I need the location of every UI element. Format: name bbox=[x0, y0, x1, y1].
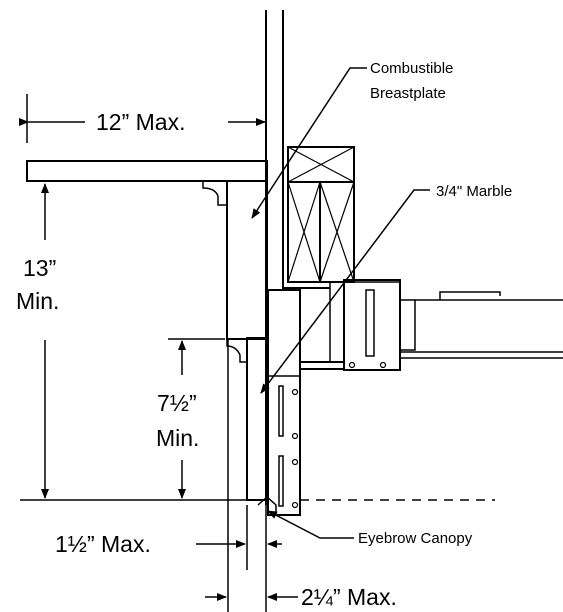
lower-bracket bbox=[226, 339, 247, 363]
trim-screw-4 bbox=[291, 501, 299, 509]
label-75-min-line2: Min. bbox=[156, 425, 199, 451]
leader-combustible-breastplate bbox=[251, 67, 367, 219]
leader-marble bbox=[260, 189, 430, 394]
firebox-slot bbox=[365, 289, 375, 357]
mantel-shelf bbox=[26, 160, 268, 182]
eyebrow-canopy-shape bbox=[257, 495, 300, 516]
label-75-min-line1: 7½” bbox=[157, 390, 197, 416]
firebox-unit bbox=[343, 279, 401, 371]
framing-header-x2 bbox=[287, 146, 355, 183]
firebox-screw-1 bbox=[348, 361, 356, 369]
trim-panel bbox=[267, 289, 301, 516]
label-combustible: Combustible bbox=[370, 60, 453, 77]
label-15-max: 1½” Max. bbox=[55, 531, 151, 557]
lower-body bbox=[246, 337, 268, 501]
label-12-max: 12” Max. bbox=[96, 109, 185, 135]
firebox-screw-2 bbox=[379, 361, 387, 369]
label-eyebrow-canopy: Eyebrow Canopy bbox=[358, 530, 473, 547]
trim-slot-upper bbox=[278, 385, 284, 437]
structure bbox=[20, 10, 563, 516]
label-marble: 3/4" Marble bbox=[436, 183, 512, 200]
label-225-max: 2¼” Max. bbox=[301, 584, 397, 610]
appliance-cap bbox=[439, 291, 501, 300]
framing-stud-left-x2 bbox=[287, 181, 321, 283]
trim-screw-3 bbox=[291, 458, 299, 466]
trim-screw-1 bbox=[291, 388, 299, 396]
framing-stud-right-x2 bbox=[319, 181, 355, 283]
leader-lines bbox=[251, 67, 430, 539]
leader-eyebrow-canopy bbox=[267, 510, 354, 539]
label-breastplate: Breastplate bbox=[370, 85, 446, 102]
appliance-body bbox=[400, 299, 416, 351]
trim-screw-2 bbox=[291, 432, 299, 440]
labels: 12” Max. 13” Min. 7½” Min. 1½” Max. 2¼” … bbox=[16, 60, 512, 610]
mantel-bracket bbox=[202, 181, 227, 206]
dimension-lines bbox=[19, 94, 298, 612]
trim-slot-lower bbox=[278, 455, 284, 507]
label-13-min-line1: 13” bbox=[23, 255, 56, 281]
label-13-min-line2: Min. bbox=[16, 288, 59, 314]
